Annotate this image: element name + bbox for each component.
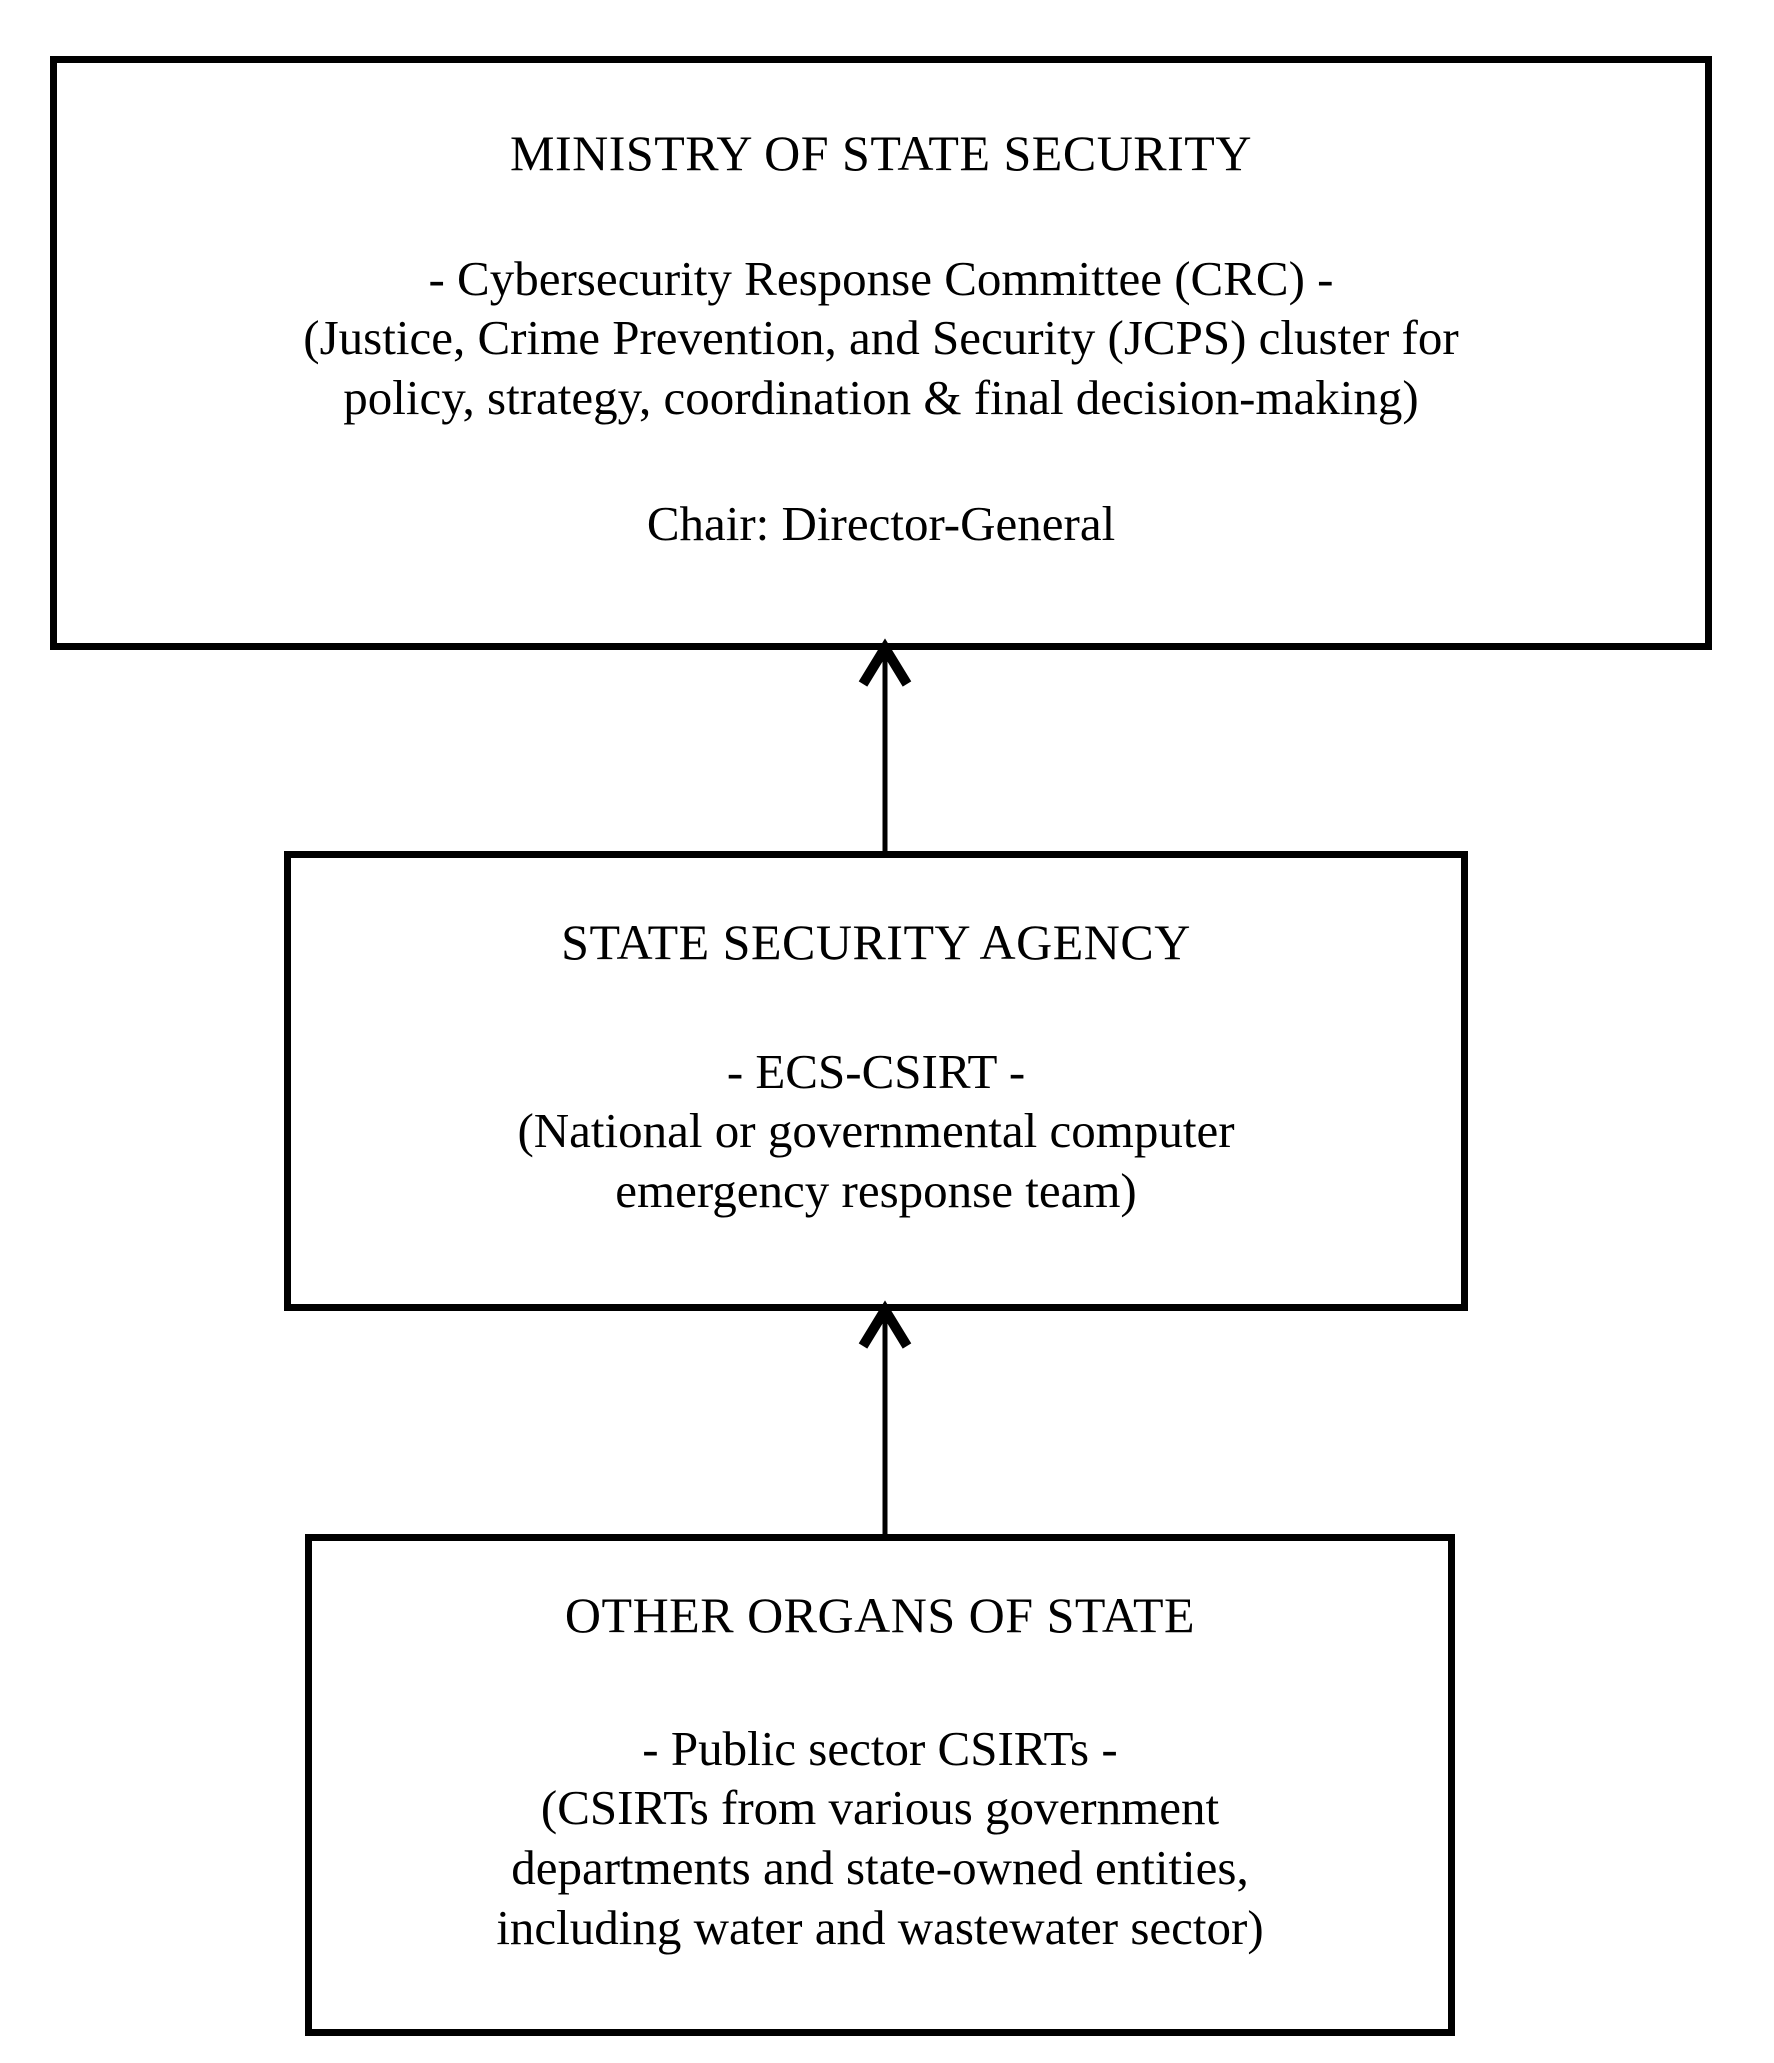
connector-agency-to-ministry-arrow (858, 638, 912, 862)
node-agency-body: - ECS-CSIRT - (National or governmental … (517, 1042, 1234, 1221)
node-other-organs-of-state[interactable]: OTHER ORGANS OF STATE - Public sector CS… (305, 1534, 1455, 2036)
node-agency-title: STATE SECURITY AGENCY (561, 914, 1191, 970)
node-organs-body-line-1: - Public sector CSIRTs - (642, 1720, 1118, 1776)
node-state-security-agency[interactable]: STATE SECURITY AGENCY - ECS-CSIRT - (Nat… (284, 851, 1468, 1311)
node-ministry-title: MINISTRY OF STATE SECURITY (510, 125, 1252, 181)
node-organs-body-line-4: including water and wastewater sector) (496, 1899, 1264, 1955)
node-organs-title: OTHER ORGANS OF STATE (564, 1587, 1196, 1643)
node-ministry-body-line-1: - Cybersecurity Response Committee (CRC)… (428, 250, 1334, 306)
arrowhead-up-icon (858, 1300, 912, 1349)
node-organs-body-line-2: (CSIRTs from various government (540, 1780, 1220, 1836)
node-ministry-body-line-2: (Justice, Crime Prevention, and Security… (303, 310, 1459, 366)
node-agency-body-line-2: (National or governmental computer (517, 1103, 1235, 1159)
node-organs-body: - Public sector CSIRTs - (CSIRTs from va… (496, 1719, 1263, 1958)
arrowhead-up-icon (858, 638, 912, 687)
node-ministry-of-state-security[interactable]: MINISTRY OF STATE SECURITY - Cybersecuri… (50, 56, 1712, 650)
connector-organs-to-agency-arrow (858, 1300, 912, 1544)
node-agency-body-line-3: emergency response team) (615, 1163, 1137, 1219)
node-agency-body-line-1: - ECS-CSIRT - (726, 1043, 1026, 1099)
node-ministry-chair: Chair: Director-General (646, 495, 1116, 551)
node-ministry-body-line-3: policy, strategy, coordination & final d… (343, 370, 1419, 426)
node-organs-body-line-3: departments and state-owned entities, (511, 1840, 1249, 1896)
node-ministry-body: - Cybersecurity Response Committee (CRC)… (303, 249, 1458, 428)
